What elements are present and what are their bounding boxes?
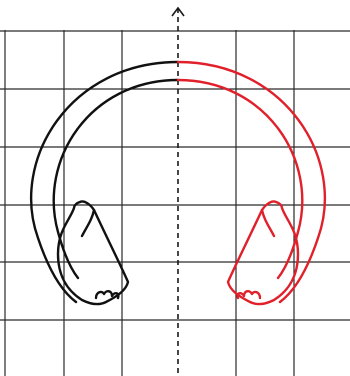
headband-inner-left bbox=[54, 80, 178, 278]
ear-cup-left-pad-edge bbox=[82, 210, 94, 236]
headphones-left-half bbox=[31, 62, 178, 304]
ear-cup-right-pad-edge bbox=[262, 210, 274, 236]
headband-outer-left bbox=[31, 62, 178, 302]
headband-outer-right bbox=[178, 62, 325, 302]
headband-inner-right bbox=[178, 80, 302, 278]
headphones-right-half bbox=[178, 62, 325, 304]
grid-lines bbox=[0, 30, 350, 376]
